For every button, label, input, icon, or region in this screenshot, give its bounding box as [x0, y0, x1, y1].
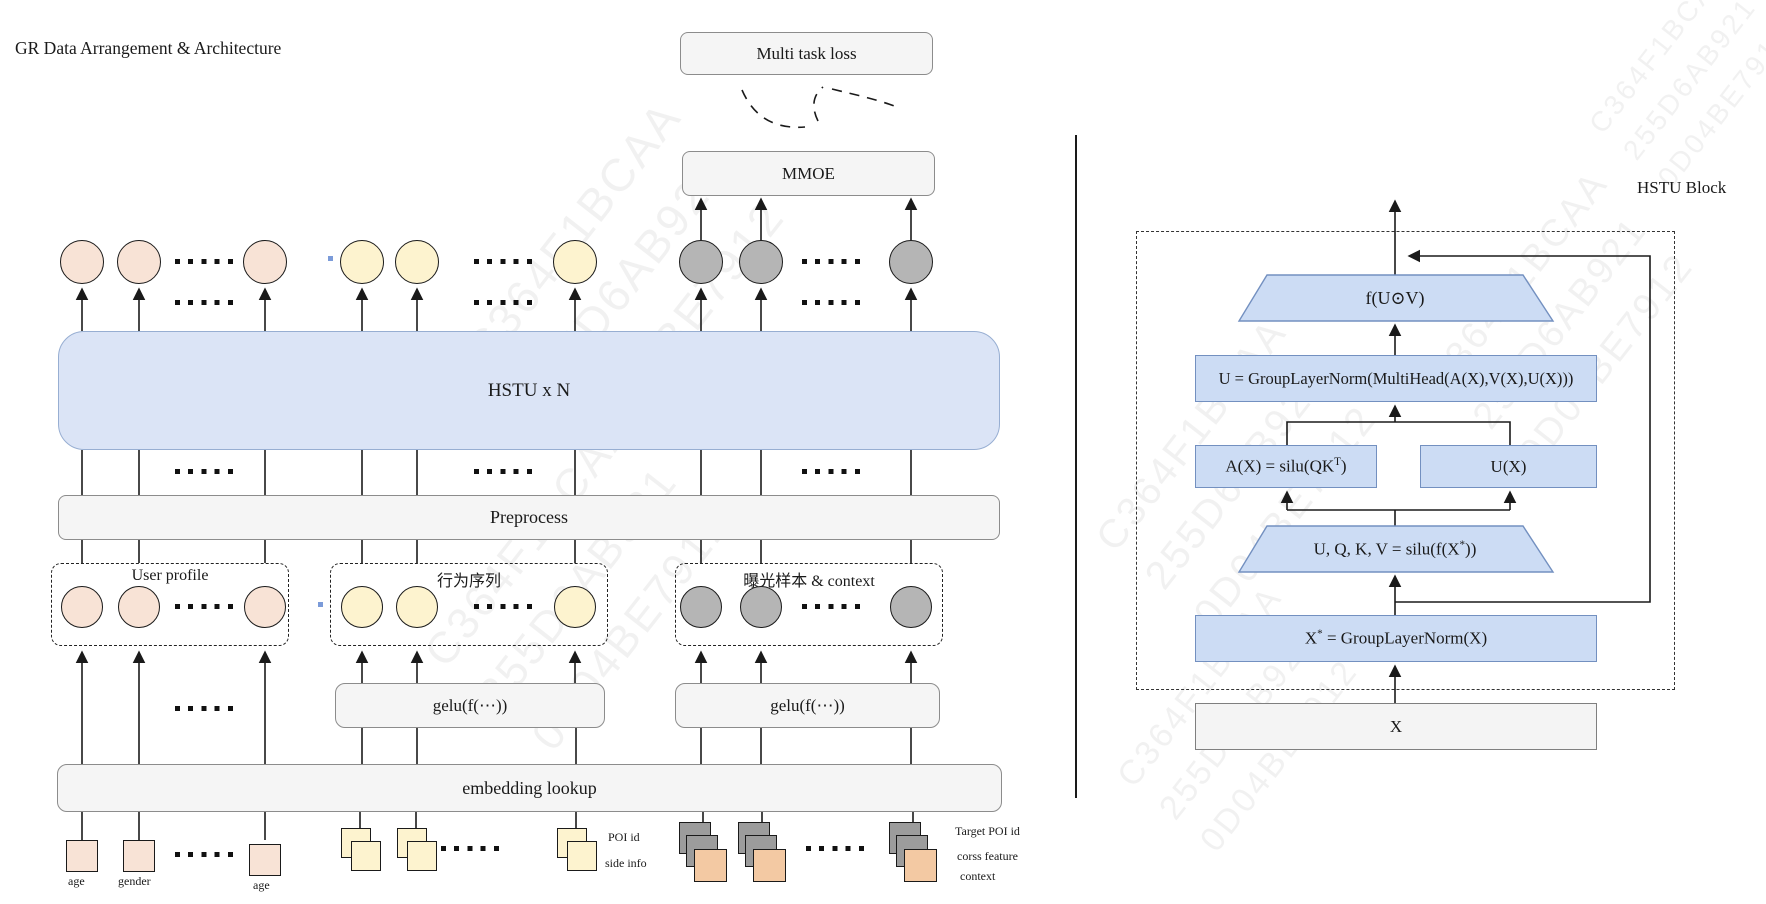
multi-task-loss-label: Multi task loss [756, 43, 857, 63]
input-token-circle [244, 586, 286, 628]
separator-dot [318, 602, 323, 607]
ellipsis-dots [474, 469, 532, 474]
ax-silu-label: A(X) = silu(QKT) [1225, 456, 1347, 476]
page-title: GR Data Arrangement & Architecture [15, 38, 282, 58]
ellipsis-dots [802, 469, 860, 474]
output-token-circle [679, 240, 723, 284]
context-feature-square [904, 849, 937, 882]
hstu-stack-box: HSTU x N [58, 331, 1000, 450]
ellipsis-dots [802, 300, 860, 305]
output-token-circle [739, 240, 783, 284]
ellipsis-dots [175, 706, 233, 711]
xstar-groupnorm-box: X* = GroupLayerNorm(X) [1195, 615, 1597, 662]
output-token-circle [395, 240, 439, 284]
preprocess-label: Preprocess [490, 507, 568, 527]
f-uv-label: f(U⊙V) [1365, 287, 1425, 308]
ellipsis-dots [802, 604, 860, 609]
mmoe-label: MMOE [782, 163, 835, 183]
embedding-lookup-label: embedding lookup [462, 777, 597, 798]
output-token-circle [553, 240, 597, 284]
gelu-box-exposure: gelu(f(⋯)) [675, 683, 940, 728]
feature-label-corss-feature: corss feature [957, 849, 1018, 863]
multi-task-loss-box: Multi task loss [680, 32, 933, 75]
output-token-circle [340, 240, 384, 284]
feature-square-age [66, 840, 98, 872]
feature-label-poi-id: POI id [608, 830, 640, 844]
feature-square-gender [123, 840, 155, 872]
input-token-circle [554, 586, 596, 628]
group-behavior-sequence-label: 行为序列 [436, 573, 501, 590]
input-token-circle [61, 586, 103, 628]
feature-square-age [249, 844, 281, 876]
ellipsis-dots [175, 259, 233, 264]
gelu-label: gelu(f(⋯)) [432, 695, 508, 715]
context-feature-square [694, 849, 727, 882]
hstu-block-frame [1136, 231, 1675, 690]
input-token-circle [740, 586, 782, 628]
ellipsis-dots [806, 846, 864, 851]
gelu-label: gelu(f(⋯)) [770, 695, 845, 715]
hstu-stack-label: HSTU x N [487, 379, 571, 401]
ellipsis-dots [175, 469, 233, 474]
input-token-circle [680, 586, 722, 628]
ax-silu-box: A(X) = silu(QKT) [1195, 445, 1377, 488]
ellipsis-dots [474, 259, 532, 264]
gelu-box-behavior: gelu(f(⋯)) [335, 683, 605, 728]
hstu-block-title: HSTU Block [1637, 178, 1727, 197]
output-token-circle [117, 240, 161, 284]
ellipsis-dots [175, 852, 233, 857]
feature-label-age: age [68, 874, 85, 888]
poi-feature-square [407, 841, 437, 871]
ellipsis-dots [175, 604, 233, 609]
ellipsis-dots [802, 259, 860, 264]
output-token-circle [60, 240, 104, 284]
group-user-profile-label: User profile [131, 567, 209, 584]
mmoe-box: MMOE [682, 151, 935, 196]
feature-label-side-info: side info [605, 856, 647, 870]
ellipsis-dots [474, 300, 532, 305]
feature-label-context: context [960, 869, 996, 883]
feature-label-age: age [253, 878, 270, 892]
ellipsis-dots [175, 300, 233, 305]
input-token-circle [396, 586, 438, 628]
x-input-box: X [1195, 703, 1597, 750]
preprocess-box: Preprocess [58, 495, 1000, 540]
poi-feature-square [351, 841, 381, 871]
u-groupnorm-box: U = GroupLayerNorm(MultiHead(A(X),V(X),U… [1195, 355, 1597, 402]
input-token-circle [890, 586, 932, 628]
group-behavior-sequence: 行为序列 [330, 563, 608, 646]
ux-label: U(X) [1490, 456, 1527, 476]
input-token-circle [118, 586, 160, 628]
context-feature-square [753, 849, 786, 882]
group-exposure-context: 曝光样本 & context [675, 563, 943, 646]
poi-feature-square [567, 841, 597, 871]
uqkv-silu-label: U, Q, K, V = silu(f(X*)) [1313, 538, 1477, 559]
ellipsis-dots [474, 604, 532, 609]
output-token-circle [889, 240, 933, 284]
x-input-label: X [1389, 716, 1403, 736]
input-token-circle [341, 586, 383, 628]
output-token-circle [243, 240, 287, 284]
xstar-groupnorm-label: X* = GroupLayerNorm(X) [1304, 628, 1488, 648]
ellipsis-dots [441, 846, 499, 851]
ux-box: U(X) [1420, 445, 1597, 488]
u-groupnorm-label: U = GroupLayerNorm(MultiHead(A(X),V(X),U… [1218, 368, 1574, 388]
embedding-lookup-box: embedding lookup [57, 764, 1002, 812]
group-user-profile: User profile [51, 563, 289, 646]
separator-dot [328, 256, 333, 261]
feature-label-target-poi-id: Target POI id [955, 824, 1020, 838]
feature-label-gender: gender [118, 874, 151, 888]
group-exposure-context-label: 曝光样本 & context [743, 573, 875, 590]
